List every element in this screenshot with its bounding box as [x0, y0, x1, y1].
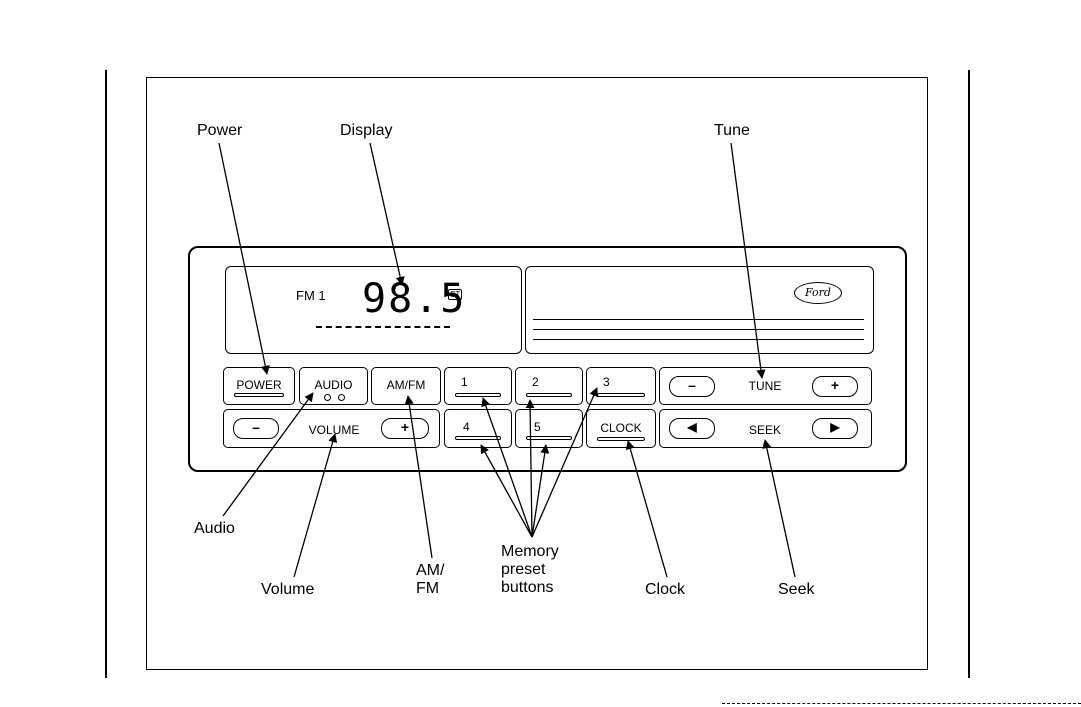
- leader-power: [219, 143, 267, 374]
- leader-preset-4: [481, 445, 532, 537]
- leader-tune: [731, 143, 762, 378]
- leader-preset-5: [532, 445, 546, 537]
- leader-volume: [294, 434, 335, 577]
- leader-clock: [628, 441, 667, 577]
- leader-seek: [765, 440, 795, 577]
- leader-display: [370, 143, 402, 285]
- leader-am-fm: [408, 396, 432, 558]
- leader-preset-2: [530, 400, 532, 537]
- leader-preset-3: [532, 388, 597, 537]
- leader-preset-1: [483, 398, 532, 537]
- leader-audio: [223, 393, 313, 516]
